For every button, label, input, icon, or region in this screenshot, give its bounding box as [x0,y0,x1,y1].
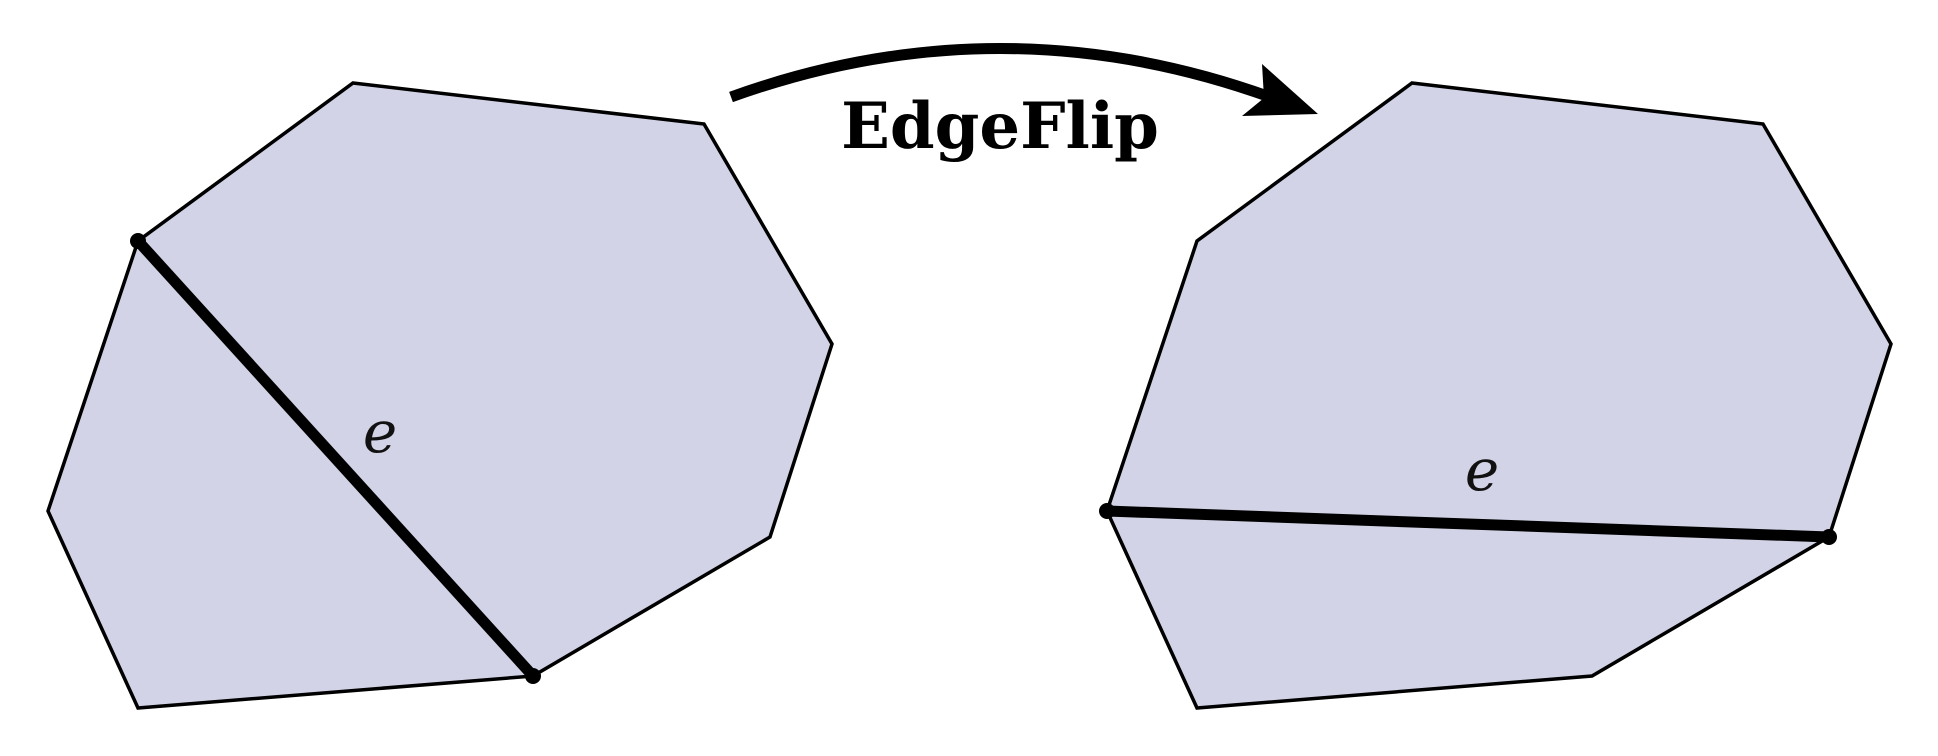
edge-label-after: e [1465,436,1499,504]
edge-endpoint-after-end [1821,529,1837,545]
flip-arrowhead [1242,64,1318,116]
edge-e-before [132,235,539,682]
edge-endpoint-after-start [1099,503,1115,519]
polygon-after: e [1099,81,1893,710]
polygon-after-shape [1105,81,1893,710]
flip-arrow-arc [729,43,1272,103]
polygon-before: e [46,81,834,710]
edge-e-after [1101,505,1835,543]
operation-label: EdgeFlip [841,89,1159,164]
edge-endpoint-before-end [525,668,541,684]
polygon-before-shape [46,81,834,710]
edge-label-before: e [363,398,397,466]
flip-arrow [729,43,1318,116]
edge-endpoint-before-start [130,233,146,249]
